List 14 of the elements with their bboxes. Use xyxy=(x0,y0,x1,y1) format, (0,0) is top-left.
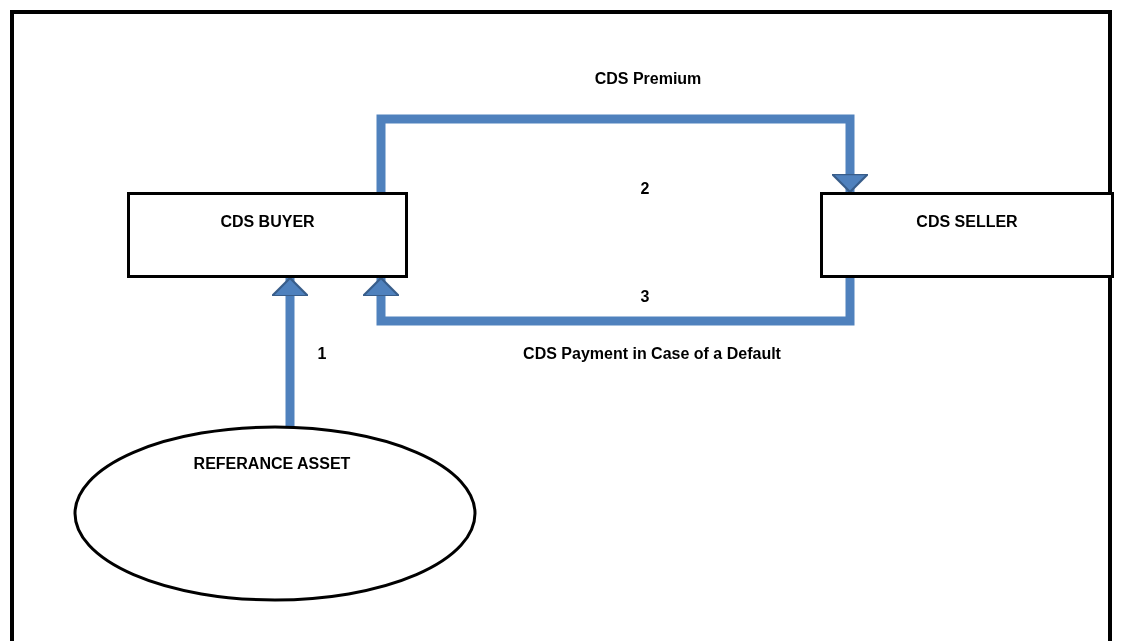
step-number: 3 xyxy=(640,288,650,306)
node-label: CDS SELLER xyxy=(915,213,1019,231)
asset-ellipse xyxy=(73,425,477,602)
edge-label: CDS Premium xyxy=(594,70,702,88)
edge-label: CDS Payment in Case of a Default xyxy=(523,345,781,363)
block-arrow xyxy=(376,114,870,194)
party-box xyxy=(820,192,1114,278)
node-label: REFERANCE ASSET xyxy=(192,455,352,473)
node-label: CDS BUYER xyxy=(219,213,316,231)
block-arrow xyxy=(361,276,855,326)
party-box xyxy=(127,192,408,278)
block-arrow xyxy=(270,276,310,427)
step-number: 2 xyxy=(640,180,650,198)
step-number: 1 xyxy=(317,345,327,363)
